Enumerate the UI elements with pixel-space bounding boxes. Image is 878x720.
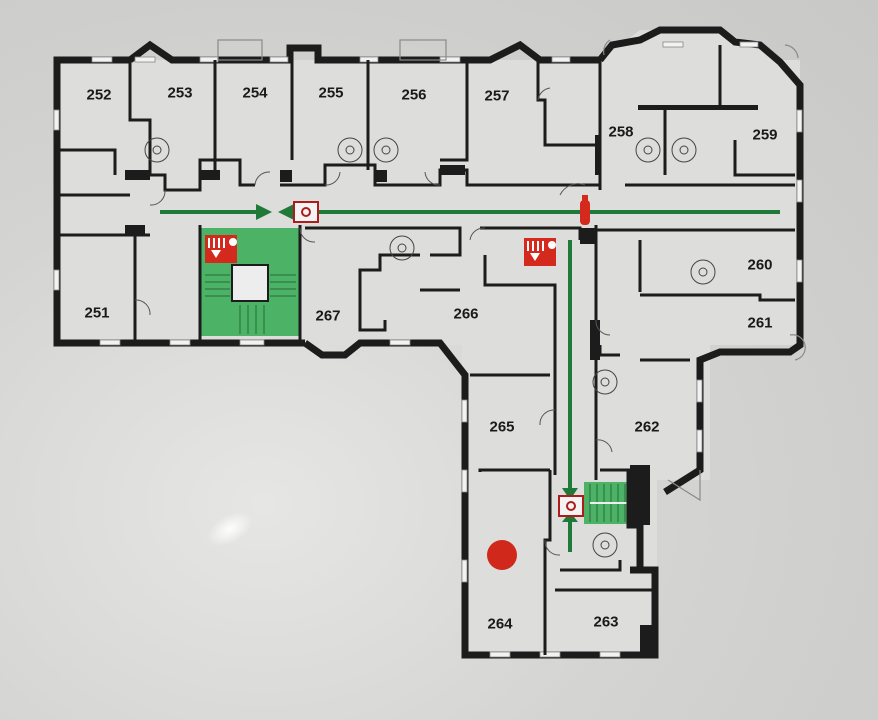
room-label-266: 266 <box>453 305 479 323</box>
room-label-259: 259 <box>752 126 778 144</box>
room-label-251: 251 <box>84 304 110 322</box>
spiral-stairs <box>144 137 716 558</box>
room-label-260: 260 <box>747 256 773 274</box>
room-label-267: 267 <box>315 307 341 325</box>
bay-outlines <box>217 39 806 502</box>
fire-alarm-icon <box>558 495 584 517</box>
room-label-257: 257 <box>484 87 510 105</box>
room-label-265: 265 <box>489 418 515 436</box>
room-label-253: 253 <box>167 84 193 102</box>
partition-258 <box>638 105 758 110</box>
emergency-exit-icon <box>524 238 556 266</box>
room-label-264: 264 <box>487 615 513 633</box>
room-label-256: 256 <box>401 86 427 104</box>
evacuation-routes <box>160 204 780 552</box>
room-label-254: 254 <box>242 84 268 102</box>
room-label-255: 255 <box>318 84 344 102</box>
windows <box>53 41 803 658</box>
fire-alarm-icon <box>293 201 319 223</box>
fire-extinguisher-icon <box>580 195 590 225</box>
room-label-261: 261 <box>747 314 773 332</box>
room-label-252: 252 <box>86 86 112 104</box>
room-label-262: 262 <box>634 418 660 436</box>
wall-pillars <box>125 135 654 655</box>
door-arcs <box>134 87 613 556</box>
emergency-exit-icon <box>205 235 237 263</box>
room-label-263: 263 <box>593 613 619 631</box>
you-are-here-marker <box>487 540 517 570</box>
room-label-258: 258 <box>608 123 634 141</box>
